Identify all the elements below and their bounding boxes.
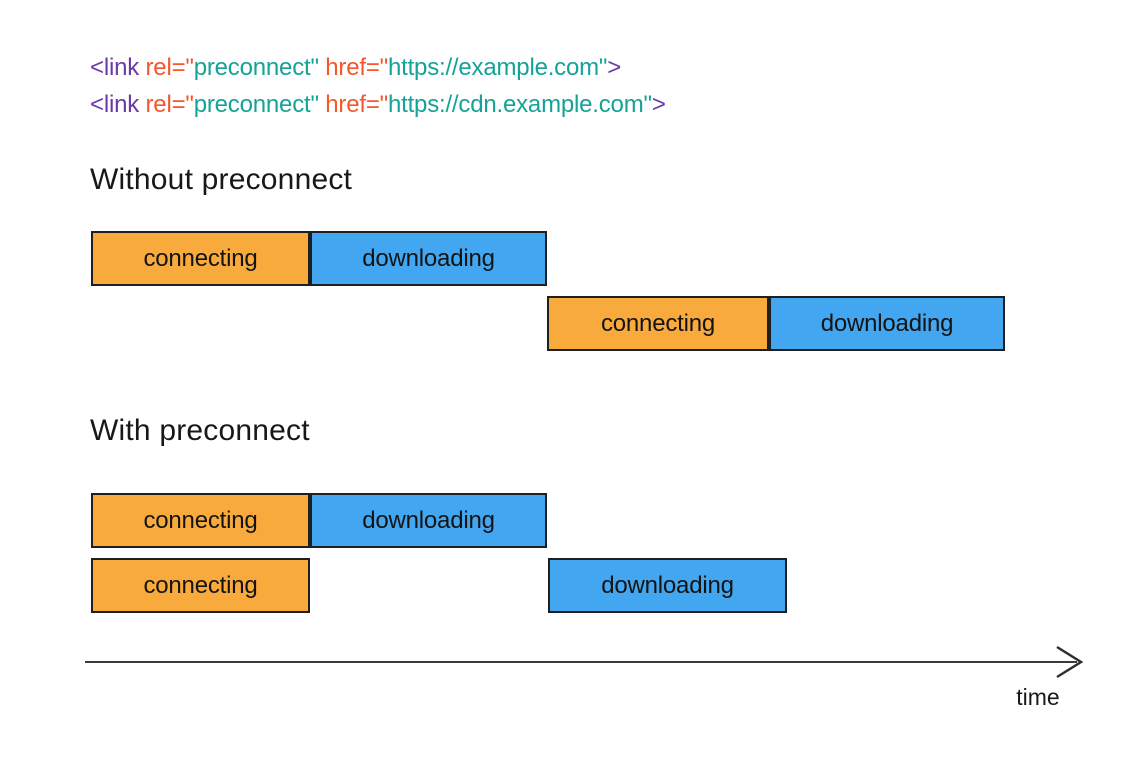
- code-line: <link rel="preconnect" href="https://exa…: [90, 49, 666, 86]
- arrowhead-icon: [1056, 645, 1084, 679]
- timeline-bar-downloading: downloading: [769, 296, 1005, 351]
- timeline-bar-downloading: downloading: [310, 493, 547, 548]
- timeline-bar-downloading: downloading: [548, 558, 787, 613]
- code-segment-purple: <link: [90, 91, 140, 118]
- code-segment-purple: >: [651, 91, 666, 118]
- timeline-bar-connecting: connecting: [91, 493, 310, 548]
- time-axis-arrow: [85, 645, 1084, 679]
- code-snippet: <link rel="preconnect" href="https://exa…: [90, 49, 666, 123]
- code-line: <link rel="preconnect" href="https://cdn…: [90, 86, 666, 123]
- code-segment-orange: rel=": [139, 54, 194, 81]
- section-title: Without preconnect: [90, 163, 353, 196]
- timeline-bar-connecting: connecting: [547, 296, 769, 351]
- code-segment-orange: href=": [318, 91, 388, 118]
- section-title: With preconnect: [90, 414, 310, 447]
- timeline-bar-connecting: connecting: [91, 558, 310, 613]
- code-segment-orange: rel=": [139, 91, 194, 118]
- code-segment-purple: >: [607, 54, 622, 81]
- code-segment-teal: preconnect": [193, 54, 319, 81]
- code-segment-teal: preconnect": [193, 91, 319, 118]
- code-segment-teal: https://example.com": [387, 54, 608, 81]
- code-segment-teal: https://cdn.example.com": [387, 91, 652, 118]
- time-axis-label: time: [1016, 684, 1060, 710]
- code-segment-purple: <link: [90, 54, 140, 81]
- timeline-bar-downloading: downloading: [310, 231, 547, 286]
- timeline-bar-connecting: connecting: [91, 231, 310, 286]
- code-segment-orange: href=": [318, 54, 388, 81]
